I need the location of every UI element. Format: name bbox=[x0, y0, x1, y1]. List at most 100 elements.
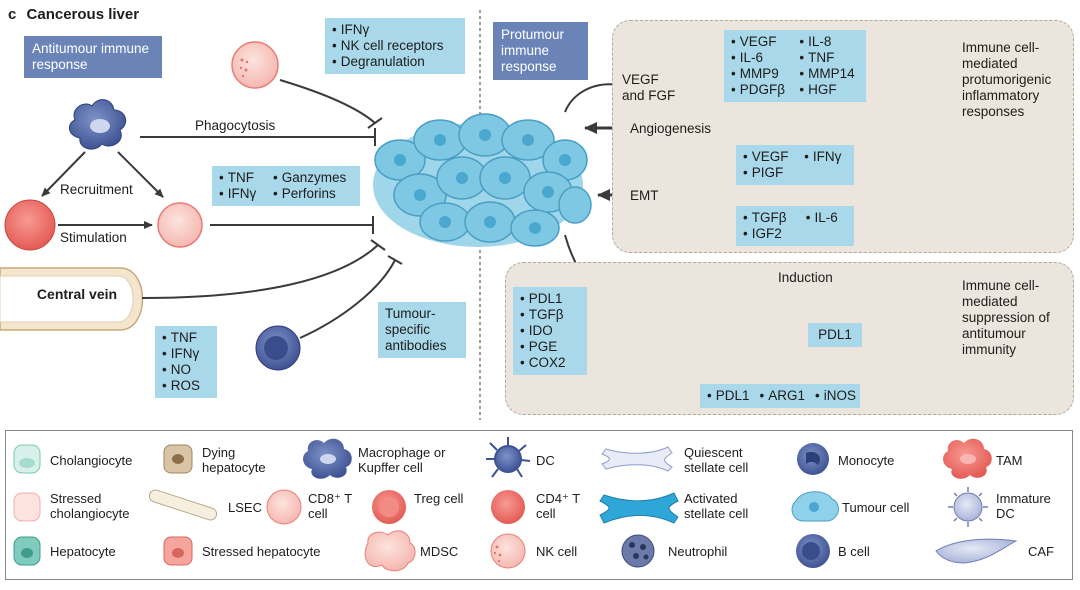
callout-item: MMP9 bbox=[731, 66, 789, 82]
legend-label: LSEC bbox=[228, 500, 262, 515]
panel-label: c Cancerous liver bbox=[8, 6, 139, 23]
nk-callout: IFNγ NK cell receptors Degranulation bbox=[325, 18, 465, 74]
cholangiocyte-icon bbox=[13, 444, 41, 474]
nk-cell-top bbox=[231, 41, 279, 89]
recruitment-arrow-left bbox=[41, 151, 86, 197]
monocyte-icon bbox=[797, 443, 829, 475]
callout-item: TNF bbox=[799, 50, 859, 66]
vegf-fgf-label: VEGF and FGF bbox=[622, 72, 676, 103]
callout-item: VEGF bbox=[743, 149, 794, 165]
callout-item: IFNγ bbox=[219, 186, 263, 202]
cd8-callout: TNF Ganzymes IFNγ Perforins bbox=[212, 166, 360, 206]
tumour-cell-icon bbox=[791, 491, 839, 522]
callout-item: PDL1 bbox=[707, 388, 750, 404]
callout-item: IFNγ bbox=[162, 346, 210, 362]
legend-label: Treg cell bbox=[414, 491, 464, 506]
nk-right-callout: VEGF IFNγ PIGF bbox=[736, 145, 854, 185]
callout-item: ARG1 bbox=[760, 388, 805, 404]
callout-item: COX2 bbox=[520, 355, 580, 371]
nk-inhibit-line bbox=[279, 79, 376, 124]
nk-cell-icon bbox=[490, 533, 526, 569]
central-vein-label: Central vein bbox=[36, 286, 118, 302]
caf-callout: TGFβ IL-6 IGF2 bbox=[736, 206, 854, 246]
legend-label: Macrophage or Kupffer cell bbox=[358, 445, 446, 475]
legend-label: Cholangiocyte bbox=[50, 453, 133, 468]
central-vein-shape bbox=[0, 267, 144, 331]
legend-label: B cell bbox=[838, 544, 870, 559]
b-cell-left bbox=[255, 325, 301, 371]
callout-item: VEGF bbox=[731, 34, 789, 50]
mdsc-icon bbox=[364, 530, 416, 572]
dying-hepatocyte-icon bbox=[163, 444, 193, 474]
pdl1-callout: PDL1 bbox=[808, 323, 862, 347]
legend-label: CD4⁺ T cell bbox=[536, 491, 580, 521]
macrophage-cell bbox=[68, 99, 127, 150]
legend-label: CAF bbox=[1028, 544, 1054, 559]
panel-letter: c bbox=[8, 6, 17, 23]
recruitment-arrow-right bbox=[117, 151, 164, 198]
callout-item: NK cell receptors bbox=[332, 38, 458, 54]
tam-icon bbox=[943, 438, 992, 479]
hepatocyte-icon bbox=[13, 536, 41, 566]
callout-item: TGFβ bbox=[520, 307, 580, 323]
tam-callout: VEGF IL-8 IL-6 TNF MMP9 MMP14 PDGFβ HGF bbox=[724, 30, 866, 102]
callout-item: TGFβ bbox=[743, 210, 796, 226]
quiescent-stellate-icon bbox=[601, 446, 673, 472]
mdsc-callout: PDL1 TGFβ IDO PGE COX2 bbox=[513, 287, 587, 375]
legend-label: Stressed hepatocyte bbox=[202, 544, 321, 559]
macrophage-icon bbox=[303, 438, 352, 479]
legend-label: NK cell bbox=[536, 544, 578, 559]
immature-dc-icon bbox=[948, 487, 988, 527]
legend-label: Immature DC bbox=[996, 491, 1051, 521]
callout-item: IL-6 bbox=[731, 50, 789, 66]
legend-label: CD8⁺ T cell bbox=[308, 491, 352, 521]
stressed-cholangiocyte-icon bbox=[13, 492, 41, 522]
vein-callout: TNF IFNγ NO ROS bbox=[155, 326, 217, 398]
cd8-t-cell-icon bbox=[266, 489, 302, 525]
cd4-t-cell-icon bbox=[491, 490, 525, 524]
cd4-t-cell-left bbox=[4, 199, 56, 251]
callout-item: IDO bbox=[520, 323, 580, 339]
induction-label: Induction bbox=[778, 270, 833, 285]
inflammatory-label: Immune cell-mediated protumorigenic infl… bbox=[962, 40, 1052, 119]
treg-cell-icon bbox=[372, 490, 406, 524]
cd8-t-cell-left bbox=[157, 202, 203, 248]
legend-label: TAM bbox=[996, 453, 1023, 468]
callout-item: PGE bbox=[520, 339, 580, 355]
callout-item: Perforins bbox=[273, 186, 353, 202]
angiogenesis-label: Angiogenesis bbox=[630, 121, 712, 136]
dc-icon bbox=[486, 437, 531, 478]
suppression-label: Immune cell-mediated suppression of anti… bbox=[962, 278, 1050, 357]
callout-item: IL-8 bbox=[799, 34, 859, 50]
legend: Cholangiocyte Dying hepatocyte Macrophag… bbox=[5, 430, 1073, 580]
callout-item: PDGFβ bbox=[731, 82, 789, 98]
legend-icons bbox=[13, 437, 1018, 572]
legend-label: Quiescent stellate cell bbox=[684, 445, 749, 475]
legend-label: Stressed cholangiocyte bbox=[50, 491, 130, 521]
legend-label: Dying hepatocyte bbox=[202, 445, 266, 475]
callout-item: iNOS bbox=[815, 388, 856, 404]
phagocytosis-label: Phagocytosis bbox=[195, 118, 276, 133]
neutrophil-icon bbox=[621, 534, 655, 568]
callout-item: IFNγ bbox=[332, 22, 458, 38]
callout-item: IGF2 bbox=[743, 226, 796, 242]
antitumour-header: Antitumour immune response bbox=[24, 36, 162, 78]
recruitment-label: Recruitment bbox=[60, 182, 133, 197]
stressed-hepatocyte-icon bbox=[163, 536, 193, 566]
legend-label: Monocyte bbox=[838, 453, 895, 468]
callout-item: NO bbox=[162, 362, 210, 378]
b-cell-icon bbox=[796, 534, 830, 568]
antibodies-callout: Tumour-specific antibodies bbox=[378, 302, 466, 358]
callout-item: MMP14 bbox=[799, 66, 859, 82]
vein-inhibit-line bbox=[141, 244, 379, 299]
legend-label: MDSC bbox=[420, 544, 459, 559]
callout-item: Ganzymes bbox=[273, 170, 353, 186]
callout-item: Degranulation bbox=[332, 54, 458, 70]
legend-label: Hepatocyte bbox=[50, 544, 116, 559]
callout-item: IFNγ bbox=[804, 149, 847, 165]
bottom-callout: PDL1 ARG1 iNOS bbox=[700, 384, 860, 408]
callout-item: HGF bbox=[799, 82, 859, 98]
legend-label: Tumour cell bbox=[842, 500, 910, 515]
stimulation-label: Stimulation bbox=[60, 230, 127, 245]
